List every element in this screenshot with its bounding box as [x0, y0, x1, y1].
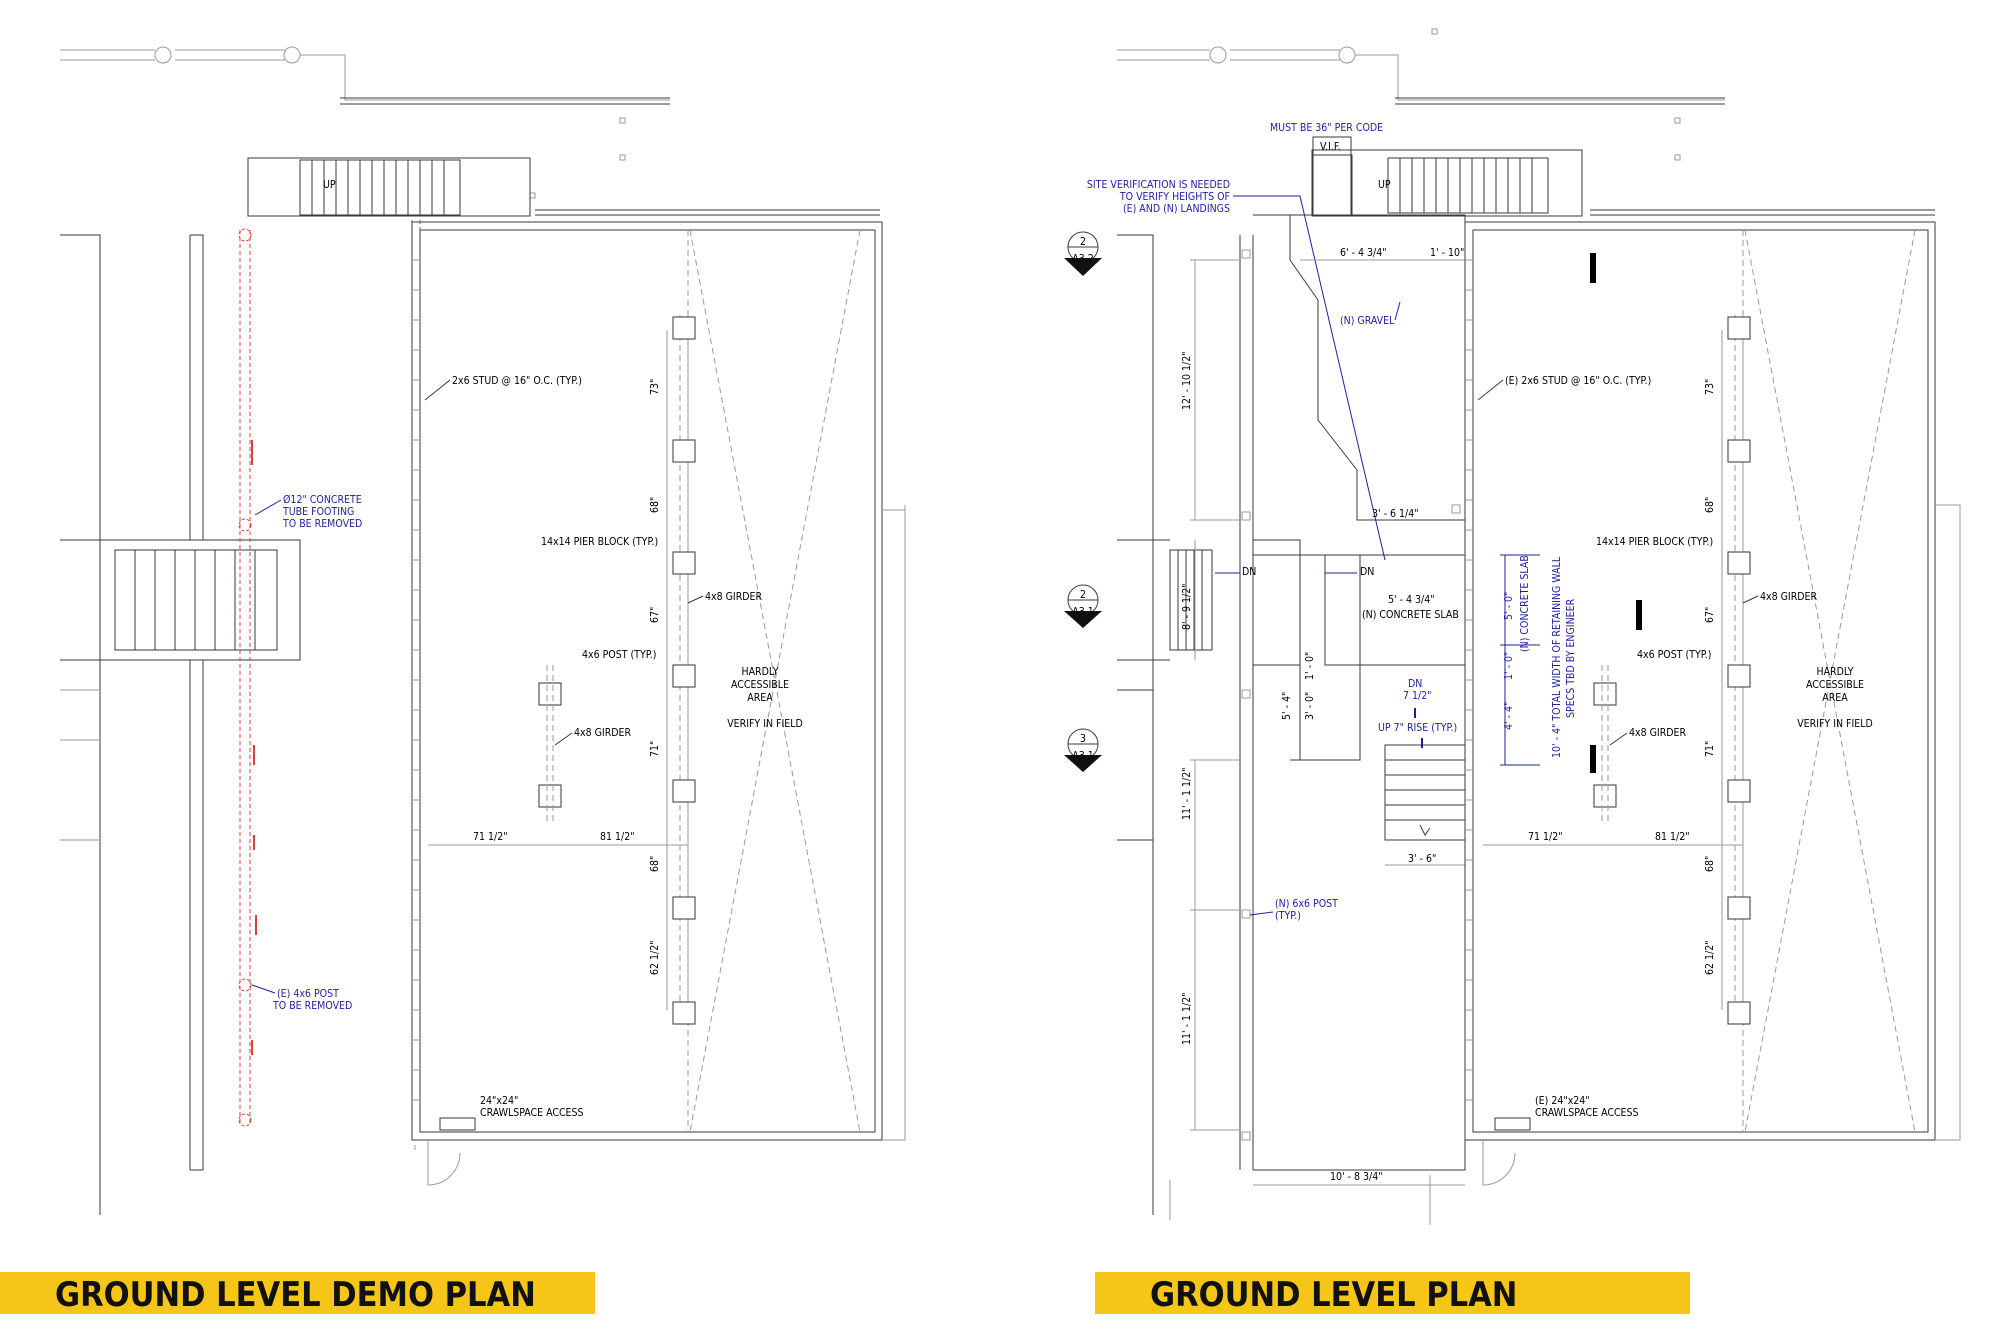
demo-hardly-1: HARDLY: [741, 666, 778, 678]
plan-dim-30: 3' - 0": [1304, 692, 1316, 720]
plan-up-rise: UP 7" RISE (TYP.): [1378, 722, 1457, 734]
demo-vdim-4: 71": [649, 741, 661, 757]
plan-title-bar: GROUND LEVEL PLAN: [1095, 1272, 1690, 1315]
demo-verify: VERIFY IN FIELD: [727, 718, 803, 730]
demo-up-label: UP: [323, 179, 336, 191]
plan-dim-11b: 11' - 1 1/2": [1181, 992, 1193, 1045]
plan-dim-36b: 3' - 6": [1408, 853, 1436, 865]
plan-dim-10b: 10' - 8 3/4": [1330, 1171, 1383, 1183]
plan-dn3b: 7 1/2": [1403, 690, 1432, 702]
plan-rot-44: 4' - 4": [1503, 702, 1515, 730]
demo-footing-1: Ø12" CONCRETE: [283, 494, 362, 506]
new-plan: UP MUST BE 36" PER CODE V.I.F. SITE VERI…: [1064, 28, 1961, 1225]
demo-vdim-3: 67": [649, 607, 661, 623]
plan-dim-top1: 6' - 4 3/4": [1340, 247, 1387, 259]
section-3-num: 3: [1080, 733, 1086, 745]
section-marker-3: 3 A3.1: [1064, 728, 1102, 772]
plan-site-2: TO VERIFY HEIGHTS OF: [1119, 191, 1230, 203]
plan-pier-label: 14x14 PIER BLOCK (TYP.): [1596, 536, 1713, 548]
section-marker-2: 2 A3.1: [1064, 584, 1102, 628]
section-marker-1: 2 A3.2: [1064, 231, 1102, 276]
section-1-sheet: A3.2: [1072, 253, 1093, 265]
plan-post-label: 4x6 POST (TYP.): [1637, 649, 1711, 661]
demo-title: GROUND LEVEL DEMO PLAN: [55, 1275, 536, 1315]
demo-footing-3: TO BE REMOVED: [282, 518, 362, 530]
plan-rot-slab: (N) CONCRETE SLAB: [1519, 555, 1531, 652]
plan-dim-54: 5' - 4 3/4": [1388, 594, 1435, 606]
plan-dim-b: 81 1/2": [1655, 831, 1690, 843]
section-2-sheet: A3.1: [1072, 606, 1093, 618]
plan-must-label: MUST BE 36" PER CODE: [1270, 122, 1383, 134]
demo-dim-a: 71 1/2": [473, 831, 508, 843]
plan-dim-11a: 11' - 1 1/2": [1181, 767, 1193, 820]
demo-post-remove-2: TO BE REMOVED: [272, 1000, 352, 1012]
plan-new-post-2: (TYP.): [1275, 910, 1301, 922]
demo-dim-b: 81 1/2": [600, 831, 635, 843]
plan-vif-label: V.I.F.: [1320, 141, 1341, 153]
plan-girder2-label: 4x8 GIRDER: [1629, 727, 1687, 739]
plan-vdim-2: 68": [1704, 497, 1716, 513]
plan-vdim-5: 68": [1704, 856, 1716, 872]
plan-dim-12: 12' - 10 1/2": [1181, 351, 1193, 410]
plan-dn3: DN: [1408, 678, 1422, 690]
plan-rot-50: 5' - 0": [1503, 592, 1515, 620]
demo-crawl-2: CRAWLSPACE ACCESS: [480, 1107, 584, 1119]
plan-dn1: DN: [1242, 566, 1256, 578]
plan-gravel: (N) GRAVEL: [1340, 315, 1395, 327]
demo-vdim-2: 68": [649, 497, 661, 513]
plan-girder1-label: 4x8 GIRDER: [1760, 591, 1818, 603]
plan-rot-wall-1: 10' - 4" TOTAL WIDTH OF RETAINING WALL: [1551, 556, 1563, 758]
demo-pier-label: 14x14 PIER BLOCK (TYP.): [541, 536, 658, 548]
plan-hardly-2: ACCESSIBLE: [1806, 679, 1864, 691]
plan-site-1: SITE VERIFICATION IS NEEDED: [1087, 179, 1230, 191]
plan-dim-36: 3' - 6 1/4": [1372, 508, 1419, 520]
plan-rot-wall-2: SPECS TBD BY ENGINEER: [1565, 598, 1577, 718]
plan-dim-10: 1' - 0": [1304, 652, 1316, 680]
plan-dim-8: 8' - 9 1/2": [1181, 583, 1193, 630]
demo-title-bar: GROUND LEVEL DEMO PLAN: [0, 1272, 595, 1315]
plan-crawl-2: CRAWLSPACE ACCESS: [1535, 1107, 1639, 1119]
plan-stud-label: (E) 2x6 STUD @ 16" O.C. (TYP.): [1505, 375, 1651, 387]
plan-slab: (N) CONCRETE SLAB: [1362, 609, 1459, 621]
section-2-num: 2: [1080, 589, 1086, 601]
demo-post-remove-1: (E) 4x6 POST: [277, 988, 339, 1000]
plan-new-post-1: (N) 6x6 POST: [1275, 898, 1338, 910]
section-3-sheet: A3.1: [1072, 750, 1093, 762]
plan-verify: VERIFY IN FIELD: [1797, 718, 1873, 730]
demo-stud-label: 2x6 STUD @ 16" O.C. (TYP.): [452, 375, 582, 387]
plan-vdim-4: 71": [1704, 741, 1716, 757]
demo-plan: UP: [60, 46, 1171, 1220]
demo-hardly-2: ACCESSIBLE: [731, 679, 789, 691]
plan-site-3: (E) AND (N) LANDINGS: [1123, 203, 1230, 215]
plan-dim-54b: 5' - 4": [1281, 692, 1293, 720]
plan-dim-top2: 1' - 10": [1430, 247, 1464, 259]
plan-dn2: DN: [1360, 566, 1374, 578]
plan-up-label: UP: [1378, 179, 1391, 191]
demo-vdim-5: 68": [649, 856, 661, 872]
plan-vdim-1: 73": [1704, 379, 1716, 395]
plan-dim-a: 71 1/2": [1528, 831, 1563, 843]
plan-hardly-3: AREA: [1822, 692, 1848, 704]
demo-footing-2: TUBE FOOTING: [282, 506, 354, 518]
demo-vdim-6: 62 1/2": [649, 940, 661, 975]
demo-vdim-1: 73": [649, 379, 661, 395]
demo-post-label: 4x6 POST (TYP.): [582, 649, 656, 661]
demo-girder2-label: 4x8 GIRDER: [574, 727, 632, 739]
demo-girder1-label: 4x8 GIRDER: [705, 591, 763, 603]
plan-title: GROUND LEVEL PLAN: [1150, 1275, 1517, 1315]
demo-crawl-1: 24"x24": [480, 1095, 518, 1107]
plan-rot-10: 1' - 0": [1503, 652, 1515, 680]
demo-hardly-3: AREA: [747, 692, 773, 704]
section-1-num: 2: [1080, 236, 1086, 248]
plan-vdim-6: 62 1/2": [1704, 940, 1716, 975]
plan-crawl-1: (E) 24"x24": [1535, 1095, 1590, 1107]
plan-hardly-1: HARDLY: [1816, 666, 1853, 678]
plan-vdim-3: 67": [1704, 607, 1716, 623]
